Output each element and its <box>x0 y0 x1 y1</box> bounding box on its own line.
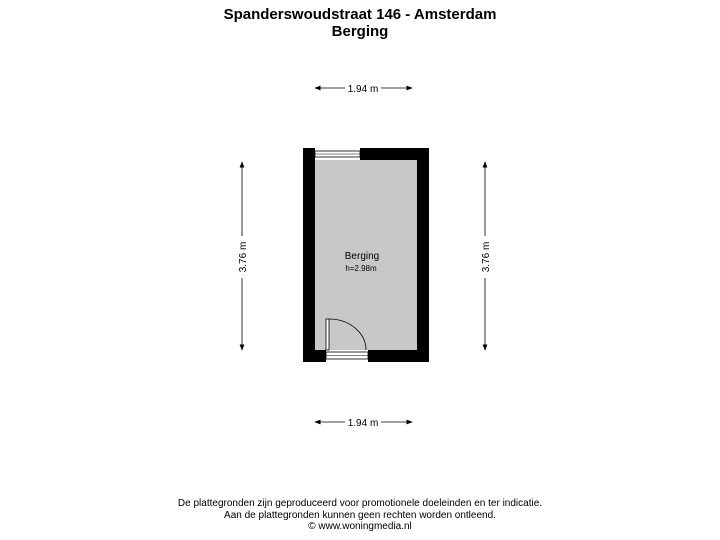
room-height: h=2.98m <box>345 264 377 273</box>
dimension-label: 1.94 m <box>348 84 379 95</box>
room-floor <box>315 160 417 350</box>
door-leaf <box>325 318 330 351</box>
door-swing <box>328 318 367 351</box>
dimension-length-right: 3.76 m <box>481 161 492 351</box>
dimension-length-left: 3.76 m <box>238 161 249 351</box>
dimension-label: 3.76 m <box>481 242 492 273</box>
disclaimer-line-2: Aan de plattegronden kunnen geen rechten… <box>224 510 496 521</box>
disclaimer-line-1: De plattegronden zijn geproduceerd voor … <box>177 498 543 509</box>
address-title: Spanderswoudstraat 146 - Amsterdam <box>223 6 497 23</box>
floor-title: Berging <box>331 23 389 40</box>
dimension-label: 3.76 m <box>238 242 249 273</box>
door <box>325 318 369 360</box>
walls <box>303 148 429 362</box>
copyright-line: © www.woningmedia.nl <box>308 521 412 532</box>
dimension-width-top: 1.94 m <box>314 84 413 95</box>
window-top <box>314 150 361 158</box>
dimension-width-bottom: 1.94 m <box>314 418 413 429</box>
dimension-label: 1.94 m <box>348 418 379 429</box>
room-name: Berging <box>345 251 379 262</box>
